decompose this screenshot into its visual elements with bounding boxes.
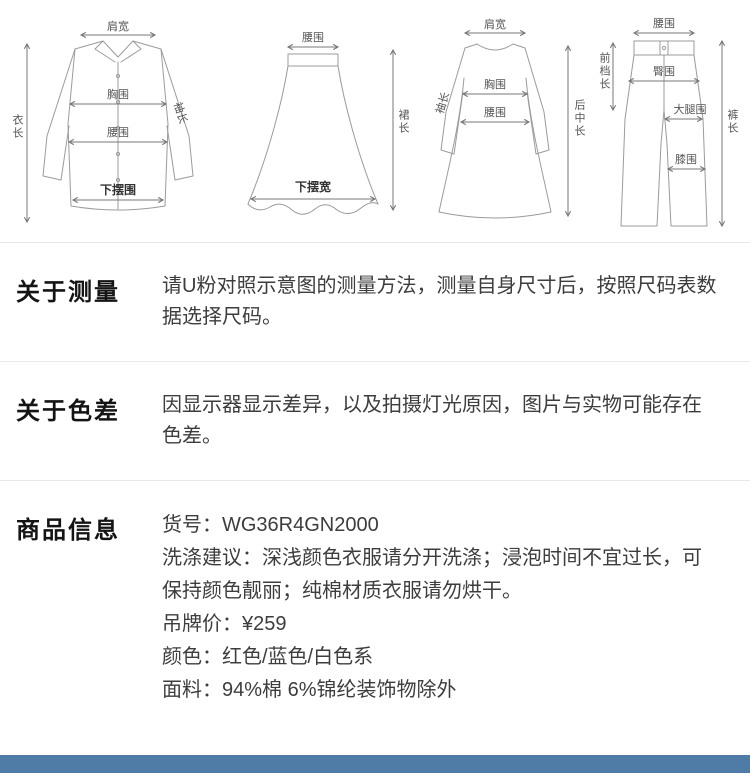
shirt-sleeve-label: 袖长: [171, 100, 191, 125]
pants-waist-label: 腰围: [653, 17, 675, 30]
divider: [0, 242, 750, 243]
skirt-length-label: 裙长: [397, 109, 410, 135]
shirt-body: [67, 48, 169, 211]
dress-back-length-label: 后中长: [573, 99, 586, 138]
skirt-side-right: [337, 65, 379, 205]
divider: [0, 480, 750, 481]
dress-hem: [438, 211, 552, 219]
product-info-row-wash-advice: 洗涤建议：深浅颜色衣服请分开洗涤；浸泡时间不宜过长，可保持颜色靓丽；纯棉材质衣服…: [162, 547, 702, 602]
product-info-row-fabric: 面料：94%棉 6%锦纶装饰物除外: [162, 679, 457, 701]
shirt-sleeve-left: [42, 48, 76, 181]
pants-waistband: [633, 40, 695, 56]
shirt-button: [115, 177, 121, 183]
section-measurement: 关于测量 请U粉对照示意图的测量方法，测量自身尺寸后，按照尺码表数据选择尺码。: [0, 243, 750, 361]
pants-button: [661, 45, 667, 51]
section-body-color-difference: 因显示器显示差异，以及拍摄灯光原因，图片与实物可能存在色差。: [162, 394, 702, 447]
shirt-neck: [102, 40, 134, 58]
dress-shoulders: [464, 43, 526, 49]
shirt-collar-right: [120, 40, 142, 63]
section-product-info: 商品信息 货号：WG36R4GN2000 洗涤建议：深浅颜色衣服请分开洗涤；浸泡…: [0, 481, 750, 735]
dress-dimensions: 肩宽 袖长 胸围 腰围 后中长: [433, 17, 586, 218]
shirt-button: [115, 73, 121, 79]
product-info-row-color: 颜色：红色/蓝色/白色系: [162, 646, 374, 668]
divider: [0, 361, 750, 362]
dress-waist-label: 腰围: [484, 106, 506, 119]
section-color-difference: 关于色差 因显示器显示差异，以及拍摄灯光原因，图片与实物可能存在色差。: [0, 362, 750, 480]
pants-inner-left: [656, 109, 665, 227]
shirt-waist-label: 腰围: [107, 126, 129, 139]
shirt-button: [115, 151, 121, 157]
shirt-dimensions: 肩宽 衣长 袖长 胸围 腰围 下摆围: [11, 19, 191, 224]
skirt-side-left: [247, 65, 289, 205]
shirt-outline: [42, 40, 194, 211]
skirt-hem-label: 下摆宽: [295, 179, 331, 194]
shirt-sleeve-right: [160, 48, 194, 181]
dress-neck: [476, 43, 514, 51]
shirt-shoulder-label: 肩宽: [107, 19, 129, 33]
dress-sleeve-right: [524, 47, 550, 155]
skirt-waistband: [287, 53, 339, 67]
dress-chest-label: 胸围: [484, 77, 506, 91]
shirt-hem-label: 下摆围: [100, 182, 136, 197]
section-body-measurement: 请U粉对照示意图的测量方法，测量自身尺寸后，按照尺码表数据选择尺码。: [162, 275, 717, 328]
footer-bar: [0, 755, 750, 773]
pants-dimensions: 腰围 前档长 臀围 大腿围 膝围 裤长: [598, 17, 739, 228]
skirt-hem-wave: [247, 202, 379, 215]
pants-measure-diagram: 腰围 前档长 臀围 大腿围 膝围 裤长: [598, 17, 739, 228]
pants-length-label: 裤长: [726, 108, 739, 135]
skirt-outline: [247, 53, 379, 215]
pants-hip-label: 臀围: [653, 65, 675, 78]
pants-outline: [620, 40, 708, 227]
dress-sleeve-left: [440, 47, 466, 155]
shirt-button: [115, 125, 121, 131]
dress-shoulder-label: 肩宽: [484, 17, 506, 31]
shirt-collar-left: [94, 40, 116, 63]
skirt-measure-diagram: 腰围 下摆宽 裙长: [247, 31, 410, 215]
section-title-product-info: 商品信息: [16, 517, 120, 544]
size-diagram-row: 肩宽 衣长 袖长 胸围 腰围 下摆围 腰围 下摆宽 裙长: [0, 0, 750, 242]
product-info-list: 货号：WG36R4GN2000 洗涤建议：深浅颜色衣服请分开洗涤；浸泡时间不宜过…: [162, 509, 717, 707]
skirt-waist-label: 腰围: [302, 31, 324, 44]
pants-front-rise-label: 前档长: [598, 51, 611, 91]
shirt-length-label: 衣长: [11, 113, 24, 140]
dress-outline: [438, 43, 552, 219]
pants-inner-right: [663, 109, 672, 227]
dress-measure-diagram: 肩宽 袖长 胸围 腰围 后中长: [433, 17, 586, 219]
section-title-color-difference: 关于色差: [16, 398, 120, 425]
pants-fly-tab: [659, 40, 669, 56]
shirt-shoulders: [74, 40, 162, 50]
shirt-chest-label: 胸围: [107, 87, 129, 101]
pants-knee-label: 膝围: [675, 153, 697, 166]
dress-sleeve-label: 袖长: [433, 90, 453, 115]
pants-outer-left: [620, 54, 635, 227]
product-info-row-item-number: 货号：WG36R4GN2000: [162, 514, 379, 536]
skirt-dimensions: 腰围 下摆宽 裙长: [249, 31, 410, 212]
shirt-measure-diagram: 肩宽 衣长 袖长 胸围 腰围 下摆围: [11, 19, 194, 224]
dress-side-right: [525, 77, 552, 213]
section-title-measurement: 关于测量: [16, 279, 120, 306]
product-info-row-tag-price: 吊牌价：¥259: [162, 613, 287, 635]
pants-thigh-label: 大腿围: [673, 102, 706, 116]
